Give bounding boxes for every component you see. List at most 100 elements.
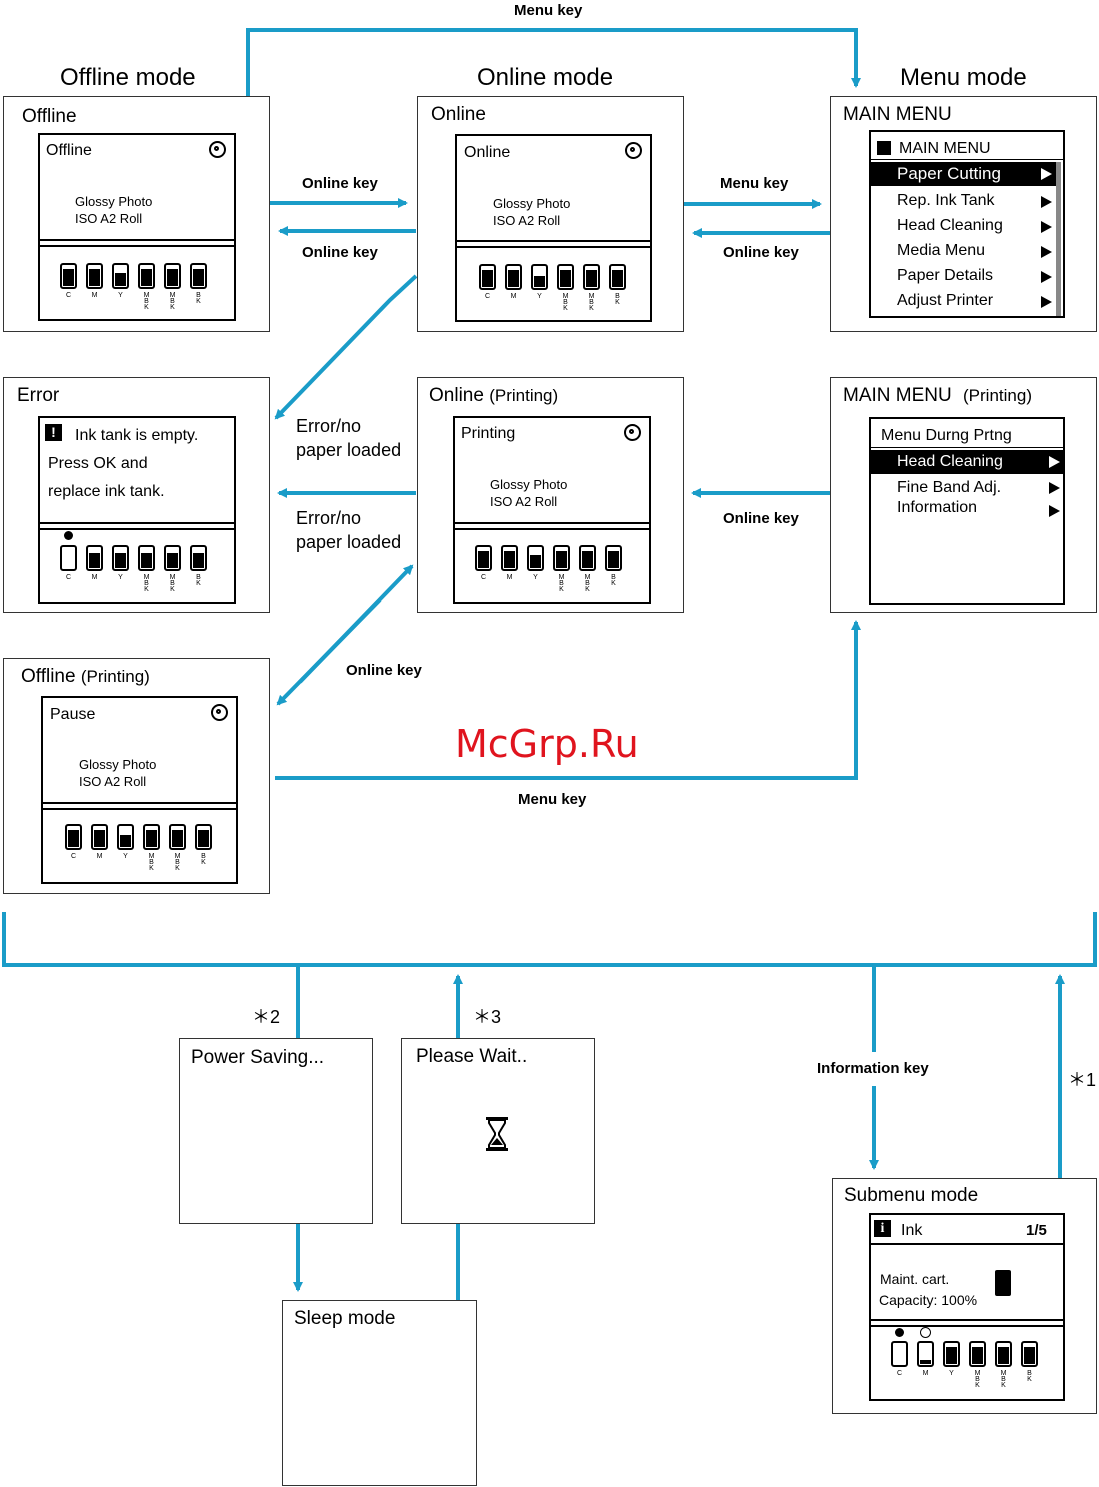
submenu-line-2: Capacity: 100% bbox=[879, 1292, 978, 1308]
note-2: ＊2 bbox=[252, 1007, 281, 1027]
menu-item-fine-band-adj[interactable]: Fine Band Adj. bbox=[897, 479, 1002, 496]
ink-fill bbox=[167, 269, 178, 286]
ink-label: M B K bbox=[584, 574, 591, 593]
ink-fill bbox=[920, 1360, 931, 1364]
ink-fill bbox=[556, 551, 567, 568]
ink-tank bbox=[579, 545, 596, 571]
submenu-screen-head: Ink bbox=[901, 1222, 923, 1239]
power-saving-box: Power Saving... bbox=[179, 1038, 373, 1224]
note-1: ＊1 bbox=[1068, 1070, 1097, 1090]
chevron-right-icon bbox=[1041, 196, 1052, 208]
error-box: Error ! Ink tank is empty. Press OK and … bbox=[3, 377, 270, 613]
offline-media: Glossy Photo ISO A2 Roll bbox=[75, 193, 152, 227]
online-printing-box-title: Online (Printing) bbox=[429, 385, 559, 406]
menu-item-information[interactable]: Information bbox=[897, 499, 978, 516]
ink-label: C bbox=[70, 853, 77, 860]
ink-label: Y bbox=[118, 574, 123, 581]
ink-tank bbox=[60, 545, 77, 571]
ink-tank bbox=[164, 263, 181, 289]
ink-fill bbox=[115, 273, 126, 286]
sleep-mode-box: Sleep mode bbox=[282, 1300, 477, 1486]
ink-fill bbox=[508, 270, 519, 287]
menu-mode-label: Menu mode bbox=[900, 64, 1027, 91]
offline-printing-box: Offline (Printing) Pause Glossy Photo IS… bbox=[3, 658, 270, 894]
ink-label: B K bbox=[196, 574, 201, 587]
arrow-pause-to-printing bbox=[298, 564, 414, 684]
ink-fill bbox=[120, 835, 131, 847]
online-key-label-1: Online key bbox=[302, 175, 378, 192]
ink-fill bbox=[612, 270, 623, 287]
ink-fill bbox=[193, 553, 204, 568]
menu-item-head-cleaning[interactable]: Head Cleaning bbox=[871, 450, 1063, 474]
menu-item-paper-details[interactable]: Paper Details bbox=[897, 267, 994, 284]
ink-fill bbox=[998, 1347, 1009, 1364]
ink-tank bbox=[169, 824, 186, 850]
arrow-pause-to-menu-printing bbox=[275, 620, 861, 780]
ink-label: C bbox=[484, 293, 491, 300]
ink-tank bbox=[65, 824, 82, 850]
main-menu-screen-head: MAIN MENU bbox=[899, 140, 991, 157]
submenu-line-1: Maint. cart. bbox=[880, 1271, 950, 1287]
ink-label: M B K bbox=[143, 292, 150, 311]
ink-tank bbox=[505, 264, 522, 290]
main-menu-printing-box: MAIN MENU (Printing) Menu Durng Prtng He… bbox=[830, 377, 1097, 613]
ink-label: M B K bbox=[974, 1370, 981, 1389]
ink-label: B K bbox=[1027, 1370, 1032, 1383]
ink-label: B K bbox=[201, 853, 206, 866]
error-note-2-line2: paper loaded bbox=[296, 532, 402, 552]
ink-fill bbox=[89, 269, 100, 286]
low-ink-icon bbox=[920, 1327, 931, 1338]
menu-item-paper-cutting[interactable]: Paper Cutting bbox=[871, 162, 1057, 186]
ink-fill bbox=[141, 269, 152, 286]
ink-label: C bbox=[65, 292, 72, 299]
online-key-label-4: Online key bbox=[723, 510, 799, 527]
ink-label: C bbox=[480, 574, 487, 581]
info-icon: i bbox=[874, 1220, 891, 1237]
main-menu-screen: MAIN MENU Paper Cutting Rep. Ink Tank He… bbox=[869, 130, 1065, 318]
ink-fill bbox=[582, 551, 593, 568]
media-type: Glossy Photo bbox=[493, 196, 571, 211]
menu-item-head-cleaning[interactable]: Head Cleaning bbox=[897, 217, 1003, 234]
menu-item-rep-ink-tank[interactable]: Rep. Ink Tank bbox=[897, 192, 995, 209]
error-screen: ! Ink tank is empty. Press OK and replac… bbox=[38, 416, 236, 604]
chevron-right-icon bbox=[1041, 271, 1052, 283]
ink-label: C bbox=[65, 574, 72, 581]
menu-item-adjust-printer[interactable]: Adjust Printer bbox=[897, 292, 994, 309]
roll-icon bbox=[211, 704, 228, 721]
ink-tank bbox=[531, 264, 548, 290]
ink-label: M bbox=[91, 574, 98, 581]
ink-fill bbox=[608, 551, 619, 568]
main-menu-box: MAIN MENU MAIN MENU Paper Cutting Rep. I… bbox=[830, 96, 1097, 332]
hourglass-icon bbox=[486, 1117, 508, 1151]
menu-icon bbox=[877, 141, 891, 155]
ink-tank bbox=[553, 545, 570, 571]
menu-item-media-menu[interactable]: Media Menu bbox=[897, 242, 986, 259]
error-note-1: Error/no paper loaded bbox=[296, 414, 401, 462]
ink-tank bbox=[195, 824, 212, 850]
ink-fill bbox=[586, 270, 597, 287]
ink-fill bbox=[972, 1347, 983, 1364]
ink-tank bbox=[112, 545, 129, 571]
menu-key-top-label: Menu key bbox=[514, 2, 583, 19]
error-note-2: Error/no paper loaded bbox=[296, 506, 401, 554]
warning-icon: ! bbox=[45, 424, 62, 441]
ink-label: B K bbox=[196, 292, 201, 305]
ink-tank bbox=[969, 1341, 986, 1367]
offline-box: Offline Offline Glossy Photo ISO A2 Roll… bbox=[3, 96, 270, 332]
main-menu-printing-screen: Menu Durng Prtng Head Cleaning Fine Band… bbox=[869, 417, 1065, 605]
ink-label: Y bbox=[949, 1370, 954, 1377]
media-type: Glossy Photo bbox=[79, 757, 157, 772]
watermark: McGrp.Ru bbox=[455, 722, 639, 766]
scrollbar[interactable] bbox=[1056, 162, 1061, 316]
ink-fill bbox=[530, 555, 541, 568]
chevron-right-icon bbox=[1049, 482, 1060, 494]
ink-fill bbox=[167, 553, 178, 568]
ink-tank bbox=[86, 545, 103, 571]
ink-tank bbox=[117, 824, 134, 850]
ink-fill bbox=[534, 276, 545, 287]
online-box: Online Online Glossy Photo ISO A2 Roll C… bbox=[417, 96, 684, 332]
ink-tank bbox=[164, 545, 181, 571]
